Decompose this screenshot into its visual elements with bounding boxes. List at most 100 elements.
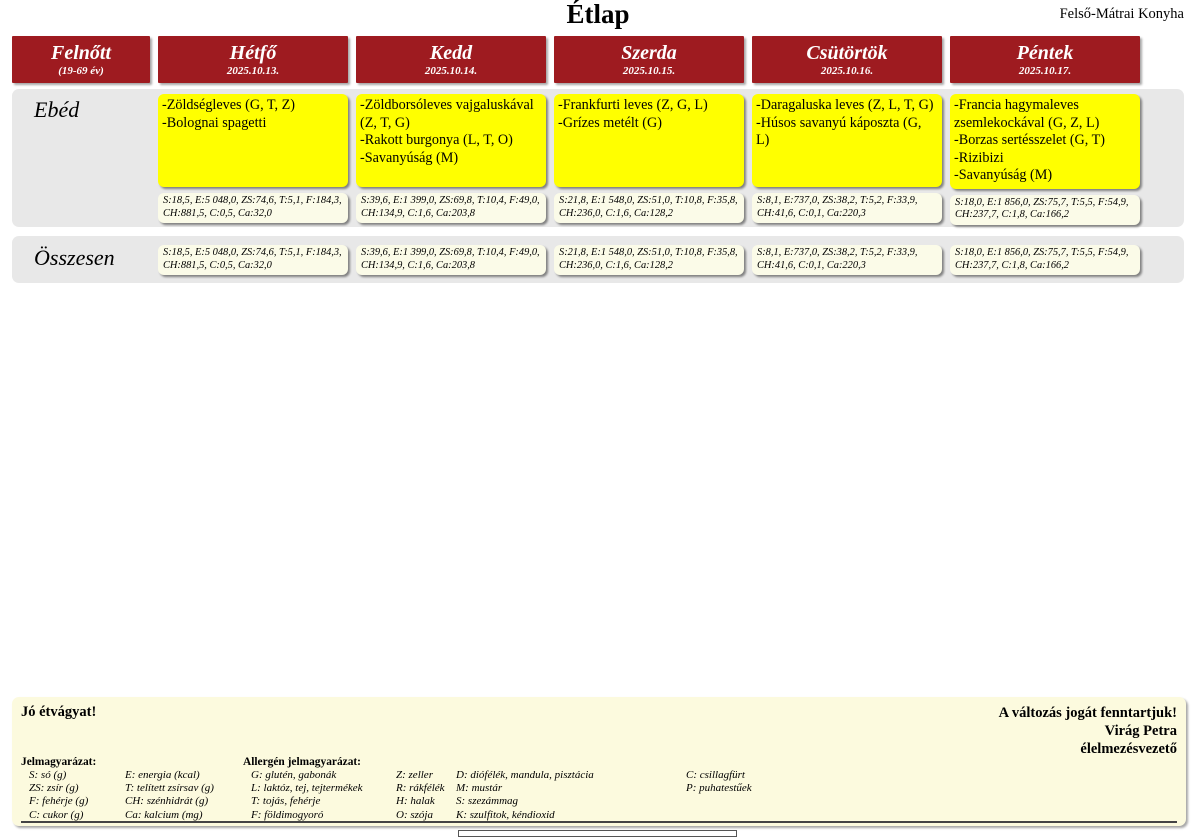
nutrition-card: S:21,8, E:1 548,0, ZS:51,0, T:10,8, F:35… xyxy=(554,193,744,224)
dish-line: -Zöldségleves (G, T, Z) xyxy=(162,97,296,113)
allergen-legend-column-3: D: diófélék, mandula, pisztácia M: mustá… xyxy=(456,769,686,822)
legend-item: M: mustár xyxy=(456,782,503,795)
column-header-name: Felnőtt xyxy=(50,42,111,64)
legend-item: L: laktóz, tej, tejtermékek xyxy=(251,782,363,795)
dish-line: -Savanyúság (M) xyxy=(360,149,459,166)
legend-item: K: szulfitok, kéndioxid xyxy=(456,808,555,821)
dish-card: -Zöldborsóleves vajgaluskával (Z, T, G) … xyxy=(356,94,546,187)
dish-line: -Zöldborsóleves vajgaluskával (Z, T, G) xyxy=(360,97,534,131)
legend-item: P: puhatestűek xyxy=(686,782,752,795)
column-header-felnott: Felnőtt (19-69 év) xyxy=(12,36,150,83)
legend-item: G: glutén, gabonák xyxy=(251,769,337,781)
dish-line: -Frankfurti leves (Z, G, L) xyxy=(558,97,708,113)
meal-cell-monday: -Zöldségleves (G, T, Z) -Bolognai spaget… xyxy=(158,94,348,224)
dish-line: -Francia hagymaleves zsemlekockával (G, … xyxy=(954,97,1100,131)
meal-row-label: Ebéd xyxy=(34,97,80,122)
legend-item: S: só (g) xyxy=(29,769,67,781)
meal-cell-tuesday: -Zöldborsóleves vajgaluskával (Z, T, G) … xyxy=(356,94,546,224)
total-cell-friday: S:18,0, E:1 856,0, ZS:75,7, T:5,5, F:54,… xyxy=(950,245,1140,276)
legend-item: ZS: zsír (g) xyxy=(29,782,79,795)
meal-cell-thursday: -Daragaluska leves (Z, L, T, G) -Húsos s… xyxy=(752,94,942,224)
nutrition-card: S:18,0, E:1 856,0, ZS:75,7, T:5,5, F:54,… xyxy=(950,194,1140,225)
total-cell-thursday: S:8,1, E:737,0, ZS:38,2, T:5,2, F:33,9, … xyxy=(752,245,942,276)
footer-divider xyxy=(21,821,1177,823)
bon-appetit-text: Jó étvágyat! xyxy=(21,704,97,720)
legend-item: Ca: kalcium (mg) xyxy=(125,808,203,821)
legend-item: C: cukor (g) xyxy=(29,808,84,821)
nutrition-legend-column-1: S: só (g) ZS: zsír (g) F: fehérje (g) C:… xyxy=(29,769,125,822)
kitchen-name: Felső-Mátrai Konyha xyxy=(1059,6,1184,22)
legend-item: H: halak xyxy=(396,795,435,808)
nutrition-legend-heading: Jelmagyarázat: xyxy=(21,756,97,768)
legend-item: F: földimogyoró xyxy=(251,808,324,821)
legend-item: F: fehérje (g) xyxy=(29,795,89,808)
dish-line: -Rizibizi xyxy=(954,149,1004,166)
dish-line: -Bolognai spagetti xyxy=(162,114,267,131)
meal-cell-wednesday: -Frankfurti leves (Z, G, L) -Grízes meté… xyxy=(554,94,744,224)
dish-line: -Borzas sertésszelet (G, T) xyxy=(954,132,1106,148)
nutrition-card: S:39,6, E:1 399,0, ZS:69,8, T:10,4, F:49… xyxy=(356,193,546,224)
column-header-date: 2025.10.15. xyxy=(622,65,676,77)
allergen-legend-heading: Allergén jelmagyarázat: xyxy=(243,756,361,768)
column-header-name: Kedd xyxy=(429,42,473,64)
column-header-wednesday: Szerda 2025.10.15. xyxy=(554,36,744,83)
dish-line: -Grízes metélt (G) xyxy=(558,114,662,131)
total-cell-tuesday: S:39,6, E:1 399,0, ZS:69,8, T:10,4, F:49… xyxy=(356,245,546,276)
allergen-legend-column-1: G: glutén, gabonák L: laktóz, tej, tejte… xyxy=(251,769,396,822)
dish-line: -Savanyúság (M) xyxy=(954,167,1053,183)
dish-line: -Húsos savanyú káposzta (G, L) xyxy=(756,114,922,149)
allergen-legend-column-2: Z: zeller R: rákfélék H: halak O: szója xyxy=(396,769,456,822)
dish-card: -Francia hagymaleves zsemlekockával (G, … xyxy=(950,94,1140,189)
column-header-name: Hétfő xyxy=(229,42,277,64)
total-nutrition-card: S:8,1, E:737,0, ZS:38,2, T:5,2, F:33,9, … xyxy=(752,245,942,276)
legend-item: CH: szénhidrát (g) xyxy=(125,795,209,808)
nutrition-card: S:18,5, E:5 048,0, ZS:74,6, T:5,1, F:184… xyxy=(158,193,348,224)
day-header-row: Felnőtt (19-69 év) Hétfő 2025.10.13. Ked… xyxy=(12,36,1184,83)
column-header-tuesday: Kedd 2025.10.14. xyxy=(356,36,546,83)
column-header-date: 2025.10.13. xyxy=(226,65,280,77)
legend-item: S: szezámmag xyxy=(456,795,519,808)
total-cell-monday: S:18,5, E:5 048,0, ZS:74,6, T:5,1, F:184… xyxy=(158,245,348,276)
meal-cell-friday: -Francia hagymaleves zsemlekockával (G, … xyxy=(950,94,1140,225)
legend-item: T: telített zsírsav (g) xyxy=(125,782,214,795)
dish-card: -Frankfurti leves (Z, G, L) -Grízes meté… xyxy=(554,94,744,187)
document-header: Étlap Felső-Mátrai Konyha xyxy=(0,0,1196,32)
meal-row-lunch: Ebéd -Zöldségleves (G, T, Z) -Bolognai s… xyxy=(12,89,1184,227)
bottom-scrollbar[interactable] xyxy=(458,830,737,837)
nutrition-legend: Jelmagyarázat: S: só (g) ZS: zsír (g) F:… xyxy=(21,756,243,822)
dish-card: -Zöldségleves (G, T, Z) -Bolognai spaget… xyxy=(158,94,348,187)
signer-name: Virág Petra xyxy=(1104,723,1177,739)
page-title: Étlap xyxy=(566,0,630,29)
nutrition-card: S:8,1, E:737,0, ZS:38,2, T:5,2, F:33,9, … xyxy=(752,193,942,224)
column-header-thursday: Csütörtök 2025.10.16. xyxy=(752,36,942,83)
disclaimer-text: A változás jogát fenntartjuk! xyxy=(998,705,1177,721)
legend-item: O: szója xyxy=(396,808,433,821)
footer-panel: Jó étvágyat! A változás jogát fenntartju… xyxy=(12,697,1186,826)
total-row-label: Összesen xyxy=(34,245,115,270)
legend-item: E: energia (kcal) xyxy=(125,769,200,781)
legend-item: D: diófélék, mandula, pisztácia xyxy=(456,769,594,781)
column-header-date: 2025.10.16. xyxy=(820,65,874,77)
legend-item: Z: zeller xyxy=(396,769,433,781)
column-header-subtitle: (19-69 év) xyxy=(58,65,104,77)
allergen-legend: Allergén jelmagyarázat: G: glutén, gabon… xyxy=(243,756,806,822)
legend-item: C: csillagfürt xyxy=(686,769,745,781)
allergen-legend-column-4: C: csillagfürt P: puhatestűek xyxy=(686,769,806,822)
total-nutrition-card: S:18,5, E:5 048,0, ZS:74,6, T:5,1, F:184… xyxy=(158,245,348,276)
legend-item: T: tojás, fehérje xyxy=(251,795,321,808)
signer-title: élelmezésvezető xyxy=(1080,741,1177,757)
column-header-friday: Péntek 2025.10.17. xyxy=(950,36,1140,83)
nutrition-legend-column-2: E: energia (kcal) T: telített zsírsav (g… xyxy=(125,769,214,822)
legend-area: Jelmagyarázat: S: só (g) ZS: zsír (g) F:… xyxy=(21,756,1177,822)
dish-line: -Daragaluska leves (Z, L, T, G) xyxy=(756,97,934,113)
column-header-name: Csütörtök xyxy=(806,42,888,64)
total-cell-wednesday: S:21,8, E:1 548,0, ZS:51,0, T:10,8, F:35… xyxy=(554,245,744,276)
disclaimer-block: A változás jogát fenntartjuk! Virág Petr… xyxy=(999,704,1177,758)
total-nutrition-card: S:18,0, E:1 856,0, ZS:75,7, T:5,5, F:54,… xyxy=(950,245,1140,276)
column-header-name: Szerda xyxy=(621,42,677,64)
dish-line: -Rakott burgonya (L, T, O) xyxy=(360,132,513,148)
column-header-date: 2025.10.14. xyxy=(424,65,478,77)
column-header-name: Péntek xyxy=(1016,42,1074,64)
column-header-monday: Hétfő 2025.10.13. xyxy=(158,36,348,83)
legend-item: R: rákfélék xyxy=(396,782,445,795)
